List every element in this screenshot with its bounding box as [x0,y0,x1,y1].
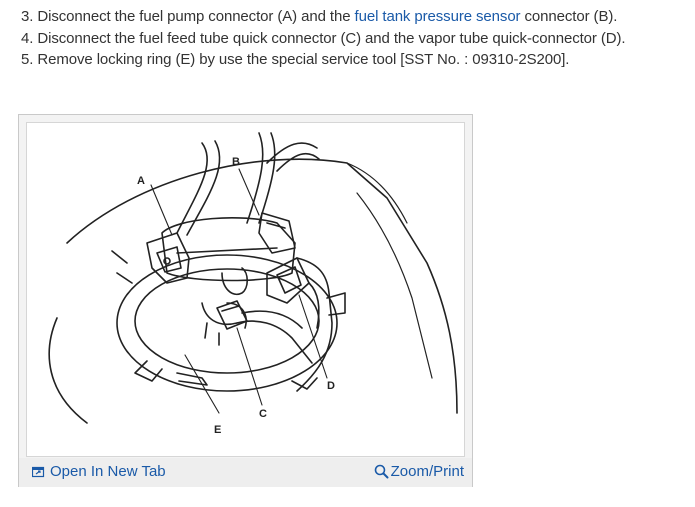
step-5: 5. Remove locking ring (E) by use the sp… [21,51,570,68]
figure-container: A B C D E Open In New Tab Zoom/Print [18,114,473,487]
zoom-print-link[interactable]: Zoom/Print [374,463,464,480]
step-3: 3. Disconnect the fuel pump connector (A… [21,6,625,28]
label-d: D [327,380,335,392]
label-a: A [137,175,145,187]
magnifier-icon [374,464,389,479]
open-in-new-tab-label: Open In New Tab [50,463,166,480]
label-c: C [259,408,267,420]
new-window-icon [32,466,45,477]
step-3-text-post: connector (B). [520,8,618,25]
step-4: 4. Disconnect the fuel feed tube quick c… [21,29,626,47]
open-in-new-tab-link[interactable]: Open In New Tab [32,463,166,480]
figure-footer: Open In New Tab Zoom/Print [19,458,472,487]
instruction-steps: 3. Disconnect the fuel pump connector (A… [21,6,626,71]
zoom-print-label: Zoom/Print [390,463,464,480]
fuel-tank-pressure-sensor-link[interactable]: fuel tank pressure sensor [354,8,521,25]
label-e: E [214,424,221,436]
label-b: B [232,156,240,168]
fuel-pump-diagram: A B C D E [26,122,465,457]
fuel-pump-illustration: A B C D E [48,132,458,436]
step-3-text-pre: 3. Disconnect the fuel pump connector (A… [21,8,355,25]
